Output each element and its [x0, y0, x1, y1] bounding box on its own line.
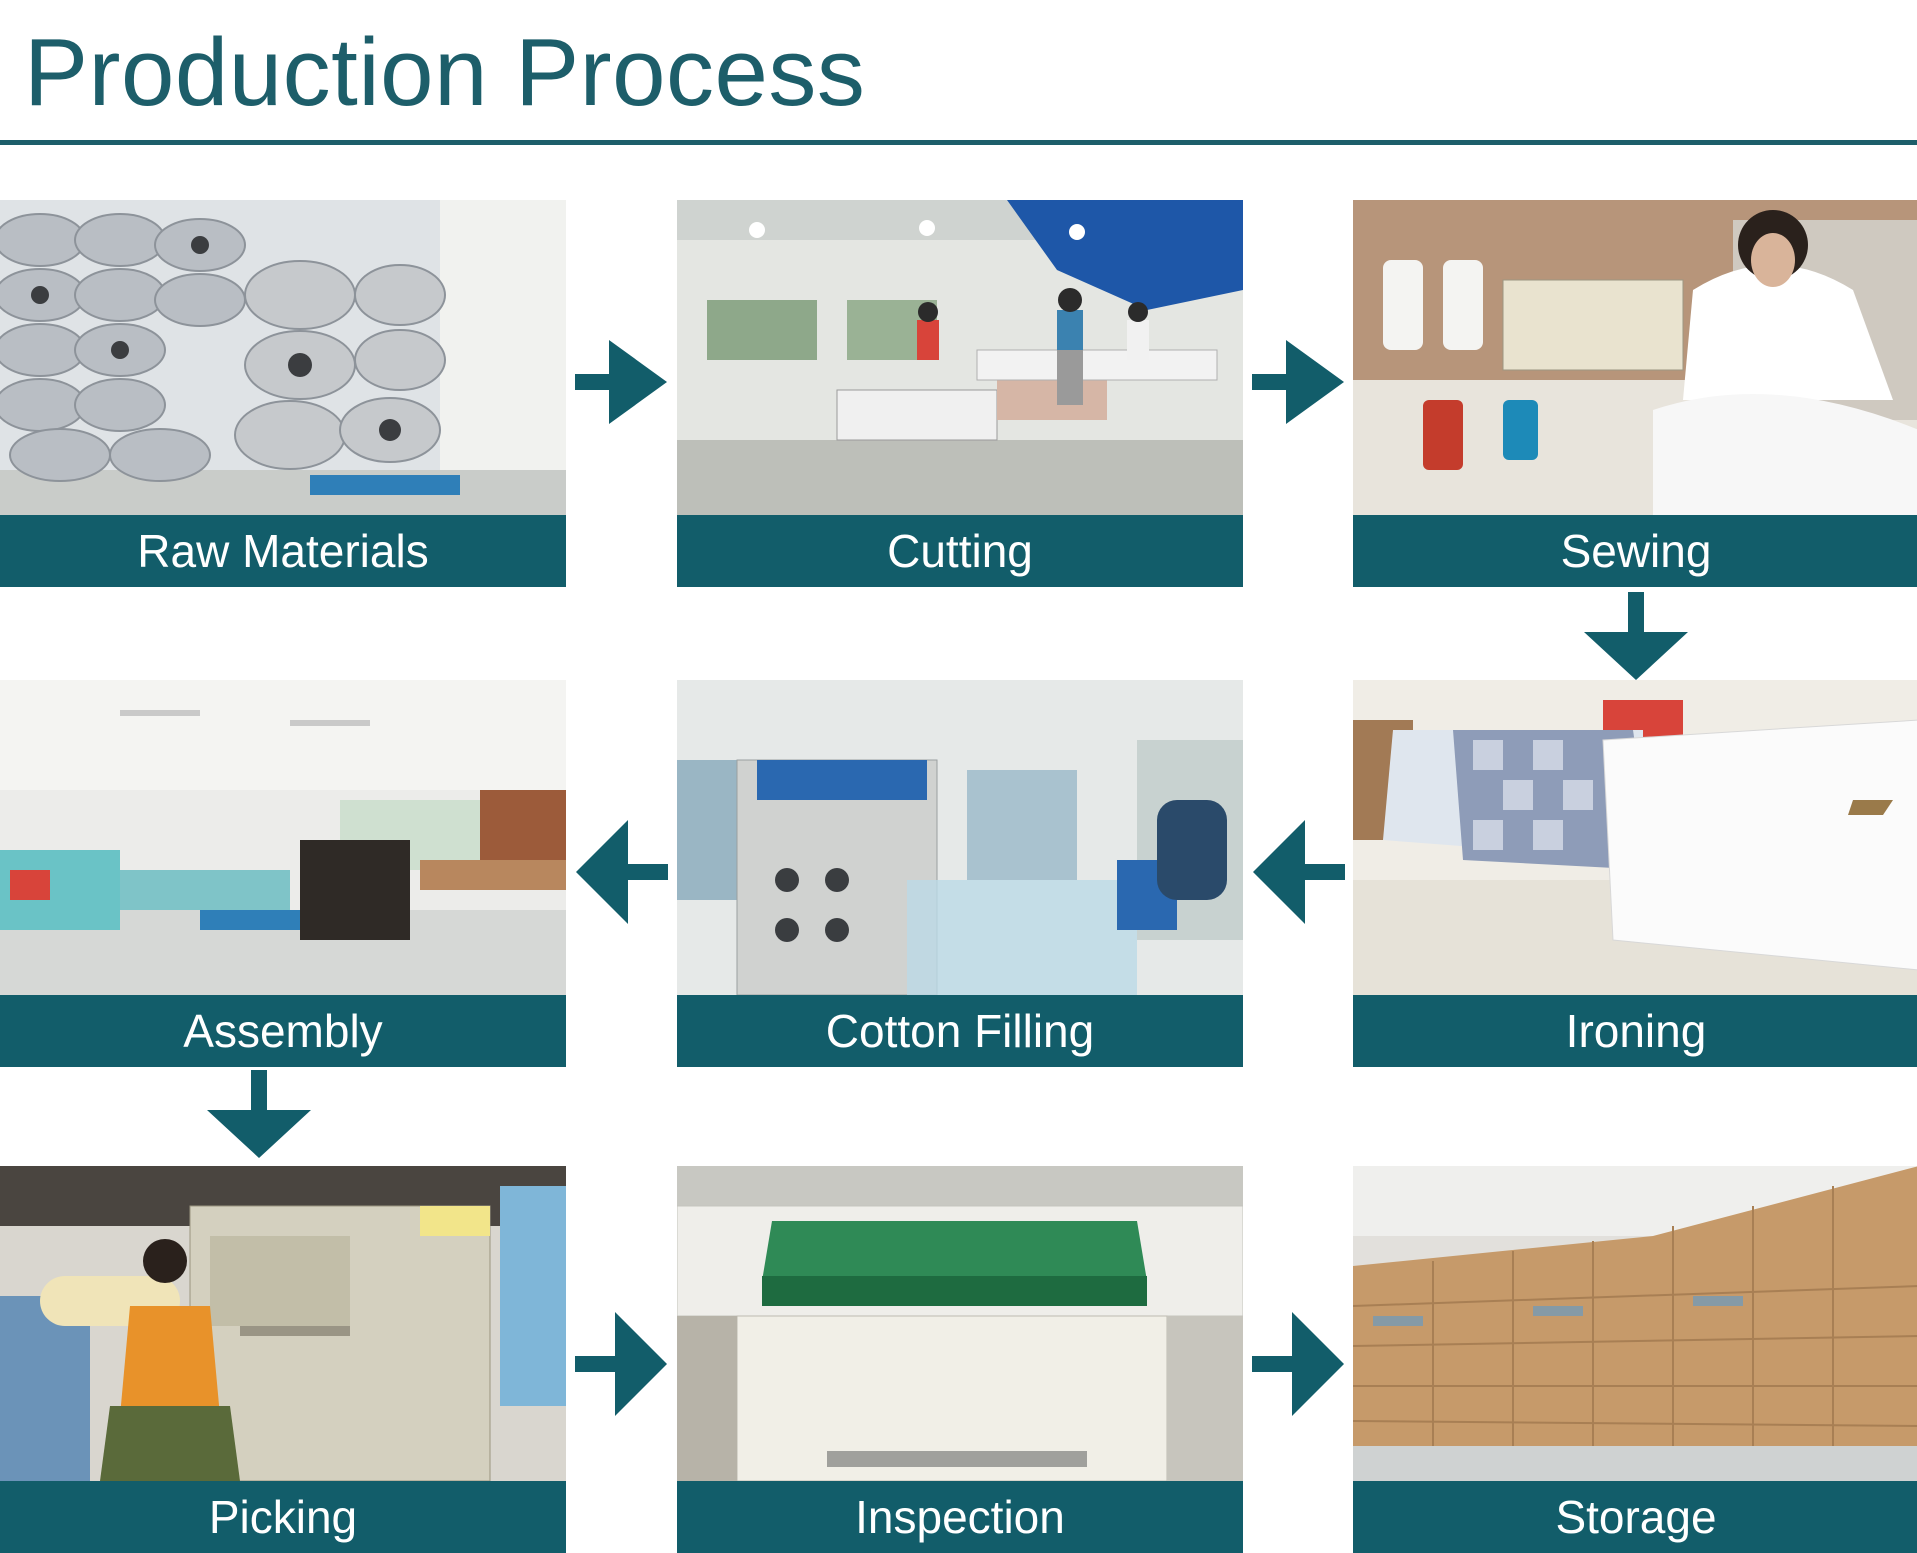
assembly-photo: [0, 680, 566, 995]
arrow-right-icon: [1252, 340, 1344, 424]
step-label: Assembly: [0, 995, 566, 1067]
picking-photo: [0, 1166, 566, 1481]
arrow-right-icon: [575, 340, 667, 424]
ironing-photo: [1353, 680, 1917, 995]
cotton-filling-photo: [677, 680, 1243, 995]
step-cotton-filling: Cotton Filling: [677, 680, 1243, 1067]
step-label: Ironing: [1353, 995, 1917, 1067]
step-sewing: Sewing: [1353, 200, 1917, 587]
step-label: Cutting: [677, 515, 1243, 587]
arrow-left-icon: [1253, 820, 1345, 924]
step-inspection: Inspection: [677, 1166, 1243, 1553]
step-label: Sewing: [1353, 515, 1917, 587]
step-label: Storage: [1353, 1481, 1917, 1553]
step-label: Raw Materials: [0, 515, 566, 587]
arrow-left-icon: [576, 820, 668, 924]
page-title: Production Process: [24, 19, 866, 126]
cutting-photo: [677, 200, 1243, 515]
step-raw-materials: Raw Materials: [0, 200, 566, 587]
arrow-right-icon: [575, 1312, 667, 1416]
step-storage: Storage: [1353, 1166, 1917, 1553]
step-label: Picking: [0, 1481, 566, 1553]
arrow-right-icon: [1252, 1312, 1344, 1416]
step-ironing: Ironing: [1353, 680, 1917, 1067]
storage-photo: [1353, 1166, 1917, 1481]
raw-materials-photo: [0, 200, 566, 515]
title-divider: [0, 140, 1917, 145]
step-label: Cotton Filling: [677, 995, 1243, 1067]
sewing-photo: [1353, 200, 1917, 515]
inspection-photo: [677, 1166, 1243, 1481]
arrow-down-icon: [207, 1070, 311, 1158]
arrow-down-icon: [1584, 592, 1688, 680]
step-label: Inspection: [677, 1481, 1243, 1553]
step-picking: Picking: [0, 1166, 566, 1553]
step-cutting: Cutting: [677, 200, 1243, 587]
step-assembly: Assembly: [0, 680, 566, 1067]
